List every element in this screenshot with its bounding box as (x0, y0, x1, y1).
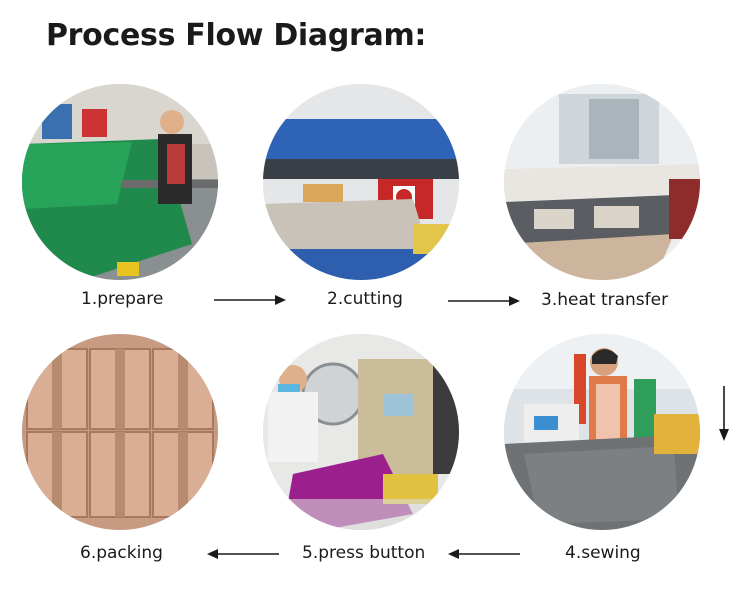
step-1-photo (22, 84, 218, 280)
arrow-left-icon (207, 549, 279, 559)
sewing-image (504, 334, 700, 530)
arrow-left-icon (448, 549, 520, 559)
arrow-down-icon (719, 386, 729, 441)
step-6-photo (22, 334, 218, 530)
step-4-photo (504, 334, 700, 530)
arrow-right-icon (214, 295, 286, 305)
step-6-label: 6.packing (80, 543, 163, 563)
step-5-label: 5.press button (302, 543, 426, 563)
heat-transfer-image (504, 84, 700, 280)
step-3-photo (504, 84, 700, 280)
fabric-roll-image (22, 84, 218, 280)
boxes-image (22, 334, 218, 530)
step-1-label: 1.prepare (81, 289, 164, 309)
cutting-machine-image (263, 84, 459, 280)
arrow-right-icon (448, 296, 520, 306)
step-2-label: 2.cutting (327, 289, 403, 309)
step-2-photo (263, 84, 459, 280)
step-4-label: 4.sewing (565, 543, 641, 563)
step-3-label: 3.heat transfer (541, 290, 669, 310)
step-5-photo (263, 334, 459, 530)
button-press-image (263, 334, 459, 530)
page-title: Process Flow Diagram: (46, 18, 427, 53)
